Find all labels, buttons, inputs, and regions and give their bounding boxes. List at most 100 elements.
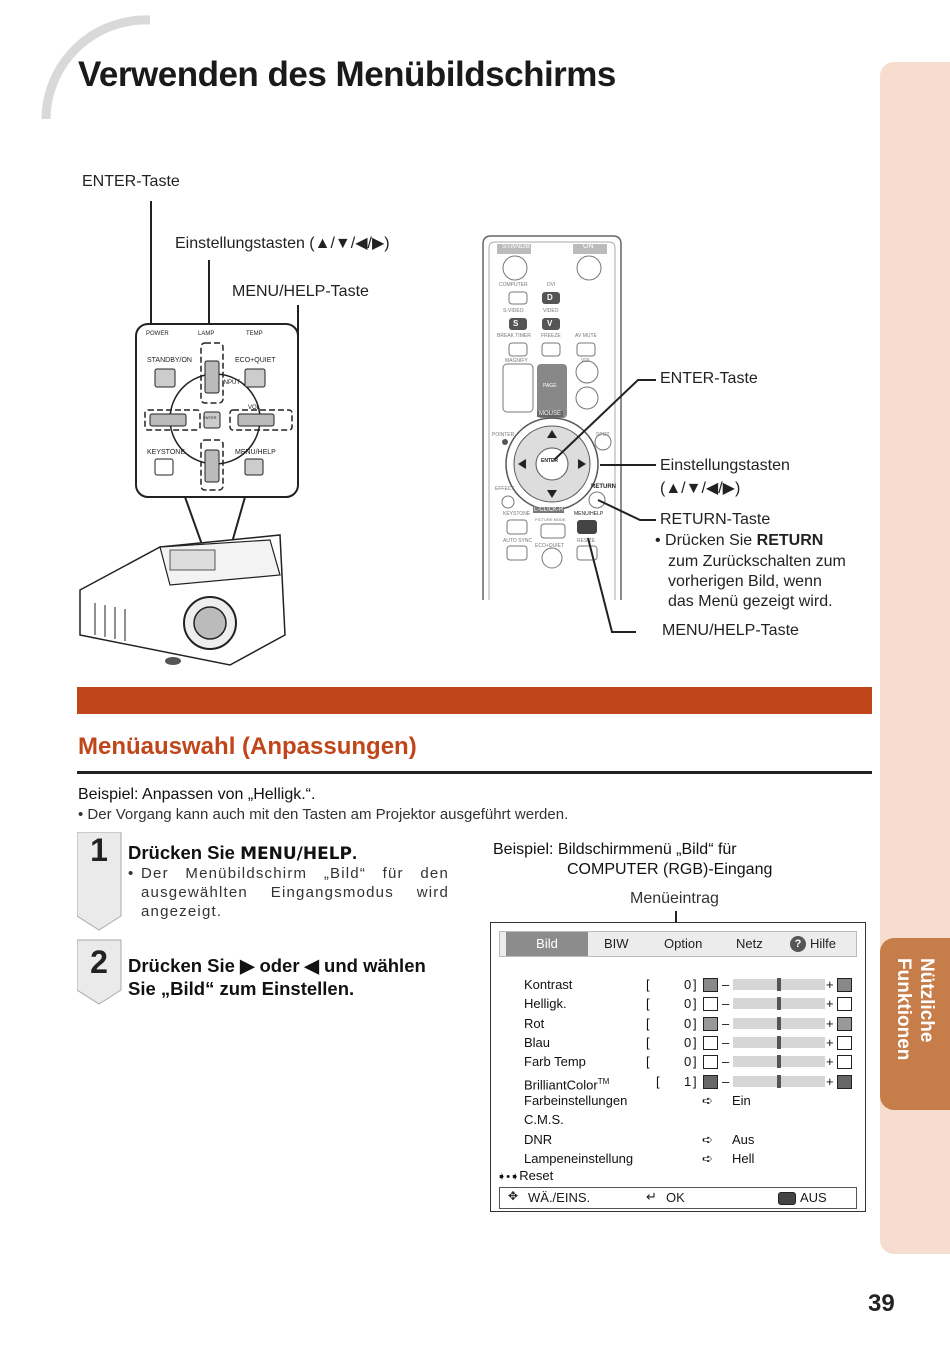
remote-magnify-label: MAGNIFY <box>505 358 528 364</box>
step-2-heading-line1: Drücken Sie ▶ oder ◀ und wählen <box>128 955 426 976</box>
osd-row-reset[interactable]: ➧•➧Reset <box>497 1166 553 1185</box>
remote-breaktimer-label: BREAK TIMER <box>497 333 531 339</box>
panel-input-label: INPUT <box>222 380 240 386</box>
step-1-heading: Drücken Sie MENU/HELP. <box>128 841 357 866</box>
osd-tab-bar: Bild BIW Option Netz ? Hilfe <box>499 931 857 957</box>
osd-row-0[interactable]: Kontrast[0]–+ <box>524 975 854 994</box>
osd-entry-label: Menüeintrag <box>630 890 719 907</box>
side-tab-label: Nützliche Funktionen <box>892 958 938 1088</box>
return-note-line4: das Menü gezeigt wird. <box>668 593 833 610</box>
remote-d-button-label: D <box>547 293 553 302</box>
remote-freeze-label: FREEZE <box>541 333 561 339</box>
osd-row-slider-thumb[interactable] <box>777 978 781 991</box>
osd-row-1[interactable]: Helligk.[0]–+ <box>524 994 854 1013</box>
submenu-arrow-icon: ➪ <box>702 1093 713 1108</box>
step-markers <box>77 832 122 1005</box>
osd-row-slider-thumb[interactable] <box>777 997 781 1011</box>
osd-tab-hilfe[interactable]: Hilfe <box>810 936 837 951</box>
corner-arc-decoration <box>41 15 151 120</box>
remote-illustration <box>482 235 622 600</box>
section-banner <box>77 687 872 714</box>
osd-row-4[interactable]: Farb Temp[0]–+ <box>524 1052 854 1071</box>
enter-icon: ↵ <box>646 1189 657 1204</box>
osd-option-label: C.M.S. <box>524 1112 564 1128</box>
osd-option-1[interactable]: C.M.S. <box>524 1110 824 1129</box>
page-number: 39 <box>868 1290 895 1317</box>
remote-page-label: PAGE <box>543 383 557 389</box>
remote-standby-label: STANDBY <box>502 243 535 250</box>
remote-picturemode-label: PICTURE MODE <box>535 517 566 522</box>
remote-pointer-label: POINTER <box>492 432 515 438</box>
osd-row-slider-thumb[interactable] <box>777 1035 781 1049</box>
osd-row-minus: – <box>722 1054 730 1070</box>
remote-return-label: RETURN <box>591 484 616 490</box>
osd-row-slider-thumb[interactable] <box>777 1055 781 1069</box>
osd-tab-bild[interactable]: Bild <box>506 932 588 956</box>
remote-dvi-label: DVI <box>547 282 556 288</box>
side-tab-active[interactable] <box>880 938 950 1110</box>
osd-row-plus: + <box>826 996 834 1012</box>
setting-icon <box>837 1074 852 1089</box>
osd-row-bracket-open: [ <box>646 977 650 992</box>
osd-row-sup: TM <box>597 1076 610 1086</box>
setting-icon <box>703 1074 718 1089</box>
osd-row-bracket-close: ] <box>693 1015 697 1031</box>
callout-enter-top: ENTER-Taste <box>82 173 180 190</box>
osd-option-0[interactable]: Farbeinstellungen➪Ein <box>524 1091 824 1110</box>
setting-icon <box>703 1035 718 1050</box>
osd-row-bracket-close: ] <box>693 1034 697 1050</box>
setting-icon <box>703 978 718 992</box>
osd-row-minus: – <box>722 996 730 1012</box>
remote-resize-label: RESIZE <box>577 538 596 544</box>
section-title: Menüauswahl (Anpassungen) <box>78 733 417 760</box>
help-icon: ? <box>790 936 806 952</box>
setting-icon <box>837 997 852 1012</box>
osd-option-value: Hell <box>732 1150 755 1166</box>
return-note-line1: • Drücken Sie RETURN <box>655 532 823 550</box>
osd-footer: ✥ WÄ./EINS. ↵ OK AUS <box>499 1187 857 1209</box>
osd-row-plus: + <box>826 977 834 992</box>
osd-row-slider-thumb[interactable] <box>777 1074 781 1088</box>
osd-row-bracket-open: [ <box>646 1034 650 1050</box>
osd-row-5[interactable]: BrilliantColorTM[1]–+ <box>524 1072 854 1092</box>
panel-lamp-label: LAMP <box>198 331 215 337</box>
reset-arrows-icon: ➧•➧ <box>497 1171 520 1183</box>
osd-row-value: 0 <box>684 977 692 992</box>
osd-tab-option[interactable]: Option <box>664 936 703 951</box>
osd-row-2[interactable]: Rot[0]–+ <box>524 1014 854 1033</box>
osd-row-bracket-open: [ <box>646 1054 650 1070</box>
osd-row-bracket-close: ] <box>693 977 697 992</box>
callout-menu-top: MENU/HELP-Taste <box>232 283 369 300</box>
panel-eco-label: ECO+QUIET <box>235 357 276 364</box>
osd-row-3[interactable]: Blau[0]–+ <box>524 1033 854 1052</box>
osd-option-2[interactable]: DNR➪Aus <box>524 1130 824 1149</box>
osd-menu: Bild BIW Option Netz ? Hilfe Kontrast[0]… <box>490 922 866 1212</box>
setting-icon <box>703 997 718 1012</box>
osd-row-plus: + <box>826 1073 834 1089</box>
projector-illustration <box>79 201 299 666</box>
osd-row-slider-thumb[interactable] <box>777 1016 781 1030</box>
remote-s-button-label: S <box>513 319 519 328</box>
osd-option-3[interactable]: Lampeneinstellung➪Hell <box>524 1149 824 1168</box>
section-example: Beispiel: Anpassen von „Helligk.“. <box>78 786 316 803</box>
remote-autosync-label: AUTO SYNC <box>503 538 533 544</box>
step-2-heading-line2: Sie „Bild“ zum Einstellen. <box>128 978 355 999</box>
panel-power-label: POWER <box>146 331 169 337</box>
osd-row-bracket-open: [ <box>646 1015 650 1031</box>
callout-adjust-top: Einstellungstasten (▲/▼/◀/▶) <box>175 235 390 252</box>
step-2-number: 2 <box>90 944 108 980</box>
callout-menu-remote: MENU/HELP-Taste <box>662 622 799 639</box>
step-1-head-key: MENU/HELP <box>240 844 352 864</box>
callout-enter-remote: ENTER-Taste <box>660 370 758 387</box>
osd-option-label: Lampeneinstellung <box>524 1150 634 1166</box>
osd-row-plus: + <box>826 1015 834 1031</box>
panel-standby-label: STANDBY/ON <box>147 357 192 364</box>
remote-on-label: ON <box>583 243 594 250</box>
osd-tab-netz[interactable]: Netz <box>736 936 763 951</box>
osd-row-value: 0 <box>684 1034 692 1050</box>
remote-v-button-label: V <box>547 319 553 328</box>
osd-tab-biw[interactable]: BIW <box>604 936 629 951</box>
osd-row-plus: + <box>826 1054 834 1070</box>
osd-row-label: Rot <box>524 1015 545 1031</box>
osd-caption-line2: COMPUTER (RGB)-Eingang <box>567 861 773 878</box>
